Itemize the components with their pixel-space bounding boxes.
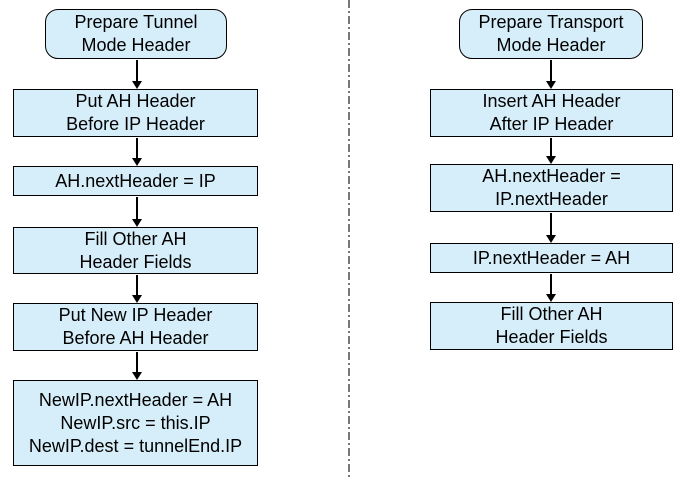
arrow-shaft — [550, 274, 552, 294]
node-text-line: Prepare Tunnel — [74, 12, 198, 32]
tunnel-step-put-ah-header: Put AH Header Before IP Header — [13, 89, 258, 137]
arrow-head-icon — [132, 81, 142, 89]
node-text-line: Before IP Header — [66, 114, 205, 134]
node-text-line: IP.nextHeader = AH — [472, 247, 631, 268]
node-text-line: Put New IP Header — [58, 305, 213, 325]
node-text-line: NewIP.nextHeader = AH — [38, 389, 233, 410]
arrow-head-icon — [132, 372, 142, 380]
tunnel-step-put-new-ip-header: Put New IP Header Before AH Header — [13, 303, 258, 351]
node-text-line: Insert AH Header — [482, 91, 621, 111]
node-text-line: Mode Header — [81, 35, 191, 55]
down-arrow — [545, 213, 557, 243]
down-arrow — [131, 138, 143, 166]
down-arrow — [131, 352, 143, 380]
arrow-head-icon — [546, 81, 556, 89]
tunnel-step-newip-assignments: NewIP.nextHeader = AH NewIP.src = this.I… — [13, 380, 258, 466]
node-text-line: Header Fields — [495, 327, 608, 347]
node-text-line: Put AH Header — [75, 91, 196, 111]
node-text-line: Header Fields — [79, 251, 192, 272]
transport-step-ah-nextheader: AH.nextHeader = IP.nextHeader — [430, 164, 673, 212]
node-text-line: Fill Other AH — [84, 228, 187, 249]
arrow-head-icon — [546, 294, 556, 302]
arrow-head-icon — [546, 235, 556, 243]
arrow-shaft — [136, 352, 138, 372]
arrow-shaft — [550, 138, 552, 156]
node-text-line: NewIP.dest = tunnelEnd.IP — [28, 435, 243, 456]
tunnel-start-node: Prepare Tunnel Mode Header — [45, 9, 227, 59]
node-text-line: Mode Header — [496, 35, 606, 55]
arrow-shaft — [550, 213, 552, 235]
arrow-head-icon — [132, 158, 142, 166]
node-text-line: Fill Other AH — [500, 304, 603, 324]
node-text-line: Before AH Header — [62, 328, 209, 348]
down-arrow — [545, 138, 557, 164]
node-text-line: NewIP.src = this.IP — [60, 412, 211, 433]
transport-step-fill-other-fields: Fill Other AH Header Fields — [430, 302, 673, 350]
arrow-shaft — [136, 197, 138, 219]
arrow-shaft — [136, 138, 138, 158]
arrow-shaft — [136, 275, 138, 295]
transport-step-ip-nextheader: IP.nextHeader = AH — [430, 243, 673, 273]
down-arrow — [545, 60, 557, 89]
arrow-head-icon — [546, 156, 556, 164]
node-text-line: Prepare Transport — [478, 12, 624, 32]
down-arrow — [545, 274, 557, 302]
node-text-line: AH.nextHeader = — [482, 166, 621, 186]
arrow-head-icon — [132, 219, 142, 227]
transport-step-insert-ah-header: Insert AH Header After IP Header — [430, 89, 673, 137]
arrow-shaft — [136, 60, 138, 81]
node-text-line: AH.nextHeader = IP — [55, 170, 216, 191]
transport-start-node: Prepare Transport Mode Header — [459, 9, 643, 59]
down-arrow — [131, 60, 143, 89]
node-text-line: After IP Header — [489, 114, 614, 134]
tunnel-step-ah-nextheader: AH.nextHeader = IP — [13, 166, 258, 196]
node-text-line: IP.nextHeader — [495, 189, 608, 209]
down-arrow — [131, 275, 143, 303]
column-divider — [348, 0, 350, 479]
arrow-shaft — [550, 60, 552, 81]
tunnel-step-fill-other-fields: Fill Other AH Header Fields — [13, 227, 258, 274]
arrow-head-icon — [132, 295, 142, 303]
down-arrow — [131, 197, 143, 227]
